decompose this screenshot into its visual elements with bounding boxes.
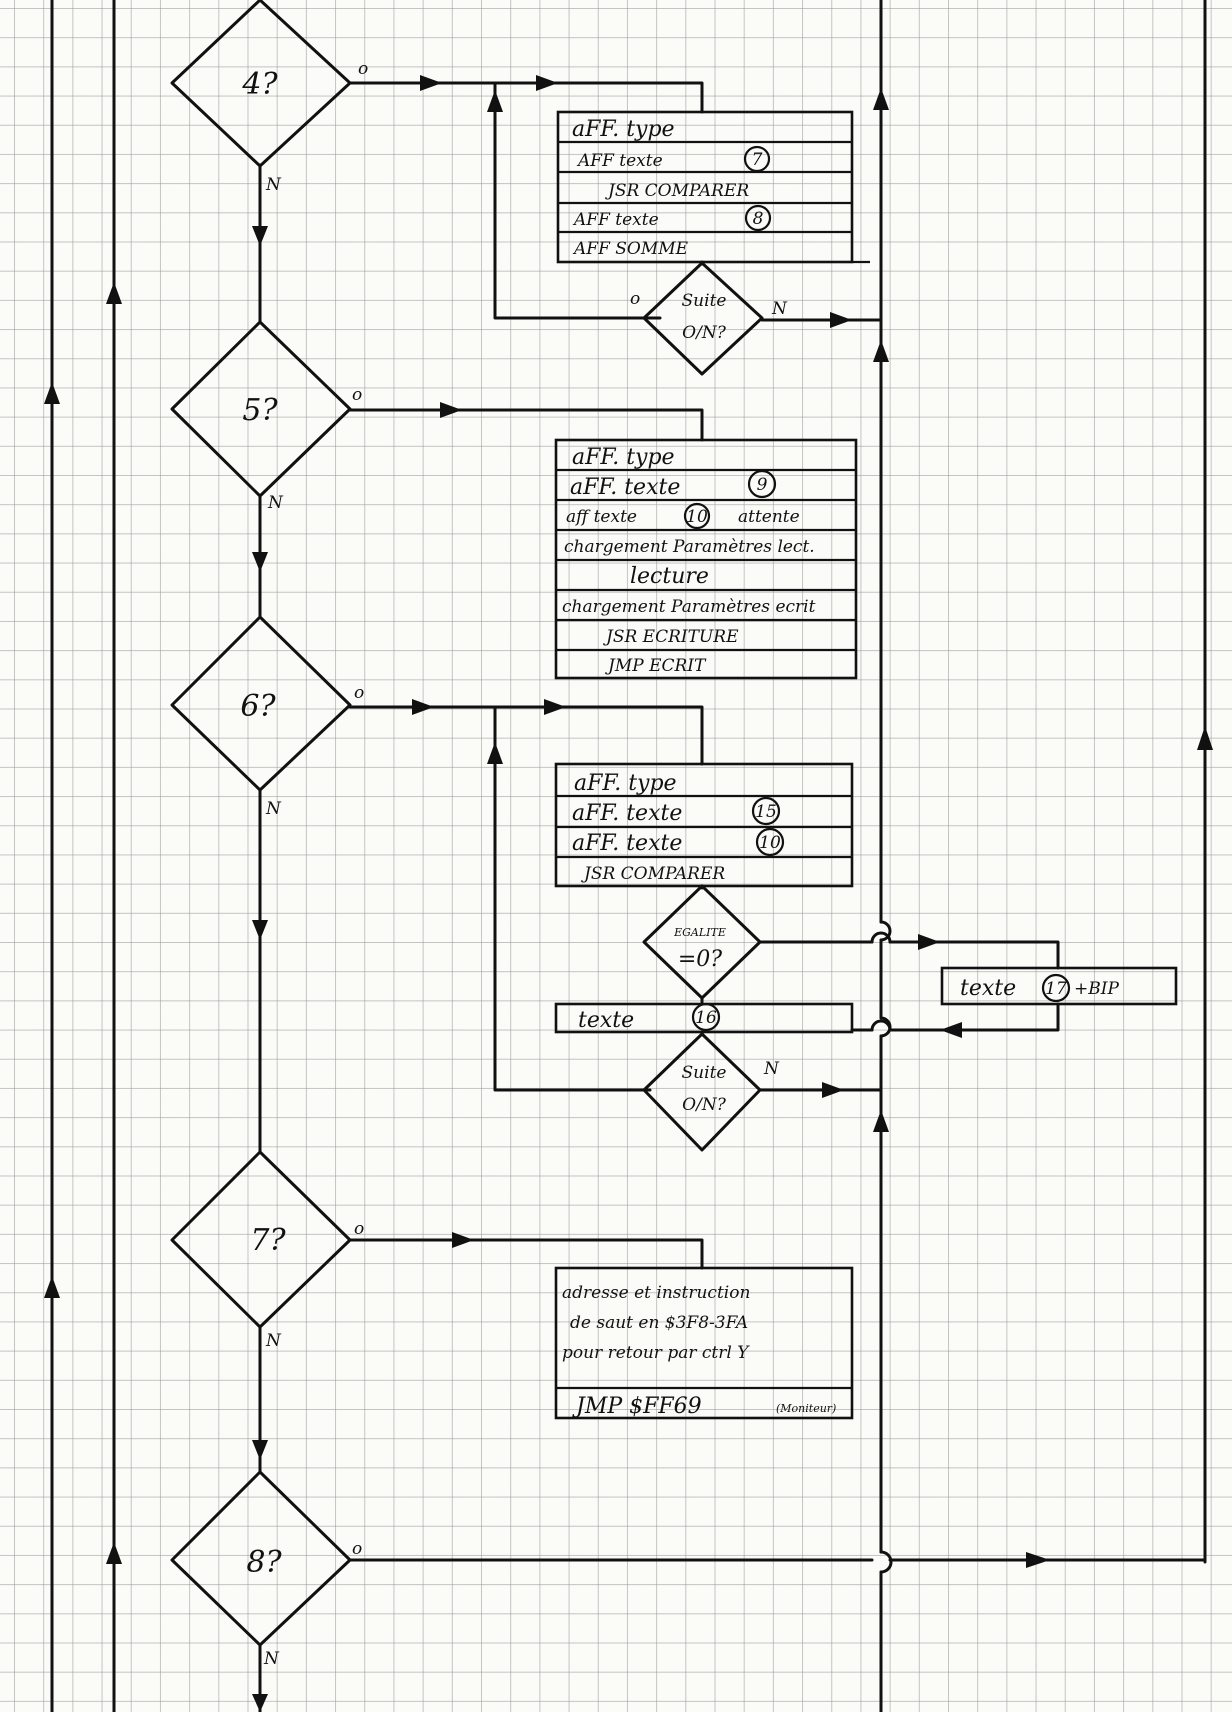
block-5-row-2: aFF. texte: [570, 475, 680, 500]
texte-17-box: texte 17 +BIP: [850, 966, 1178, 1038]
block-6-row-2: aFF. texte: [572, 801, 682, 826]
decision-8-yes: o: [352, 1539, 362, 1559]
suite-4-line1: Suite: [682, 291, 727, 311]
block-7-line-1: adresse et instruction: [562, 1283, 750, 1303]
block-7: adresse et instruction de saut en $3F8-3…: [554, 1266, 854, 1420]
block-4-row-3: JSR COMPARER: [605, 181, 749, 201]
circled-8-label: 8: [753, 209, 764, 229]
decision-6-no: N: [265, 799, 282, 819]
decision-4-no: N: [265, 175, 282, 195]
texte-16-label: texte: [578, 1008, 634, 1033]
circled-10: [683, 502, 711, 530]
decision-8: 8? o N: [170, 1470, 362, 1669]
decision-7-yes-path: [348, 1232, 704, 1270]
decision-5: 5? o N: [170, 320, 362, 513]
decision-5-no: N: [267, 493, 284, 513]
block-6-row-3: aFF. texte: [572, 831, 682, 856]
block-7-jmp-note: (Moniteur): [776, 1402, 836, 1415]
decision-6: 6? o N: [170, 615, 364, 819]
decision-7-yes: o: [354, 1219, 364, 1239]
block-7-jmp: JMP $FF69: [572, 1394, 702, 1419]
decision-8-no: N: [263, 1649, 280, 1669]
decision-7: 7? o N: [170, 1150, 364, 1351]
equal-check-line2: =0?: [678, 947, 722, 972]
suite-6: Suite O/N? N: [642, 1032, 883, 1152]
suite-4-no: N: [771, 299, 788, 319]
block-5-row-8: JMP ECRIT: [605, 656, 707, 676]
block-5-row-5: lecture: [630, 564, 709, 589]
circled-10b-label: 10: [759, 833, 781, 853]
block-4-row-2: AFF texte: [576, 151, 663, 171]
texte-17-suffix: +BIP: [1074, 979, 1119, 999]
block-5-row-1: aFF. type: [572, 445, 675, 470]
circled-16: [691, 1002, 721, 1032]
block-6-row-1: aFF. type: [574, 771, 677, 796]
block-5-row-6: chargement Paramètres ecrit: [562, 597, 816, 617]
suite-6-line2: O/N?: [682, 1095, 727, 1115]
circled-8: [744, 204, 772, 232]
right-rails: [873, 0, 1213, 1712]
suite-4-yes: o: [630, 289, 640, 309]
block-6-row-4: JSR COMPARER: [581, 864, 725, 884]
decision-6-yes-path: [348, 699, 704, 1092]
circled-10-label: 10: [686, 507, 708, 527]
decision-4-yes: o: [358, 59, 368, 79]
decision-6-label: 6?: [240, 689, 276, 724]
block-4-row-1: aFF. type: [572, 117, 675, 142]
decision-4: 4? o N: [170, 0, 368, 195]
block-4-row-5: AFF SOMME: [572, 239, 689, 259]
circled-7: [743, 145, 771, 173]
suite-4: Suite O/N? o N: [630, 261, 883, 376]
main-spine: [252, 163, 268, 1712]
decision-5-yes-path: [348, 402, 704, 442]
circled-15: [751, 796, 781, 826]
decision-8-label: 8?: [246, 1545, 282, 1580]
circled-17: [1041, 973, 1071, 1003]
circled-17-label: 17: [1045, 979, 1067, 999]
block-5-row-7: JSR ECRITURE: [603, 627, 739, 647]
decision-5-label: 5?: [242, 393, 278, 428]
block-4-row-4: AFF texte: [572, 210, 659, 230]
suite-6-line1: Suite: [682, 1063, 727, 1083]
left-rails: [44, 0, 122, 1712]
block-5-row-3-wait: attente: [738, 507, 800, 527]
circled-15-label: 15: [755, 802, 777, 822]
block-7-line-2: de saut en $3F8-3FA: [570, 1313, 748, 1333]
circled-9-label: 9: [757, 475, 768, 495]
equal-check-line1: EGALITE: [673, 926, 726, 939]
decision-4-label: 4?: [241, 67, 278, 102]
circled-16-label: 16: [695, 1008, 717, 1028]
block-6: aFF. type aFF. texte 15 aFF. texte 10 JS…: [554, 762, 854, 888]
decision-8-yes-path: [348, 1552, 1207, 1568]
block-4: aFF. type AFF texte 7 JSR COMPARER AFF t…: [556, 110, 870, 264]
suite-6-no: N: [763, 1059, 780, 1079]
block-5-row-3: aff texte: [566, 507, 637, 527]
circled-9: [747, 469, 777, 499]
block-5: aFF. type aFF. texte 9 aff texte 10 atte…: [554, 438, 858, 680]
decision-7-label: 7?: [250, 1223, 286, 1258]
texte-17-label: texte: [960, 976, 1016, 1001]
decision-6-yes: o: [354, 683, 364, 703]
circled-7-label: 7: [752, 150, 763, 170]
block-7-line-3: pour retour par ctrl Y: [562, 1343, 750, 1363]
texte-16-box: texte 16: [554, 1002, 854, 1034]
decision-4-yes-path: [348, 75, 704, 320]
decision-7-no: N: [265, 1331, 282, 1351]
equal-check: EGALITE =0?: [642, 884, 1060, 1000]
decision-5-yes: o: [352, 385, 362, 405]
block-5-row-4: chargement Paramètres lect.: [564, 537, 815, 557]
circled-10b: [755, 827, 785, 857]
suite-4-line2: O/N?: [682, 323, 727, 343]
